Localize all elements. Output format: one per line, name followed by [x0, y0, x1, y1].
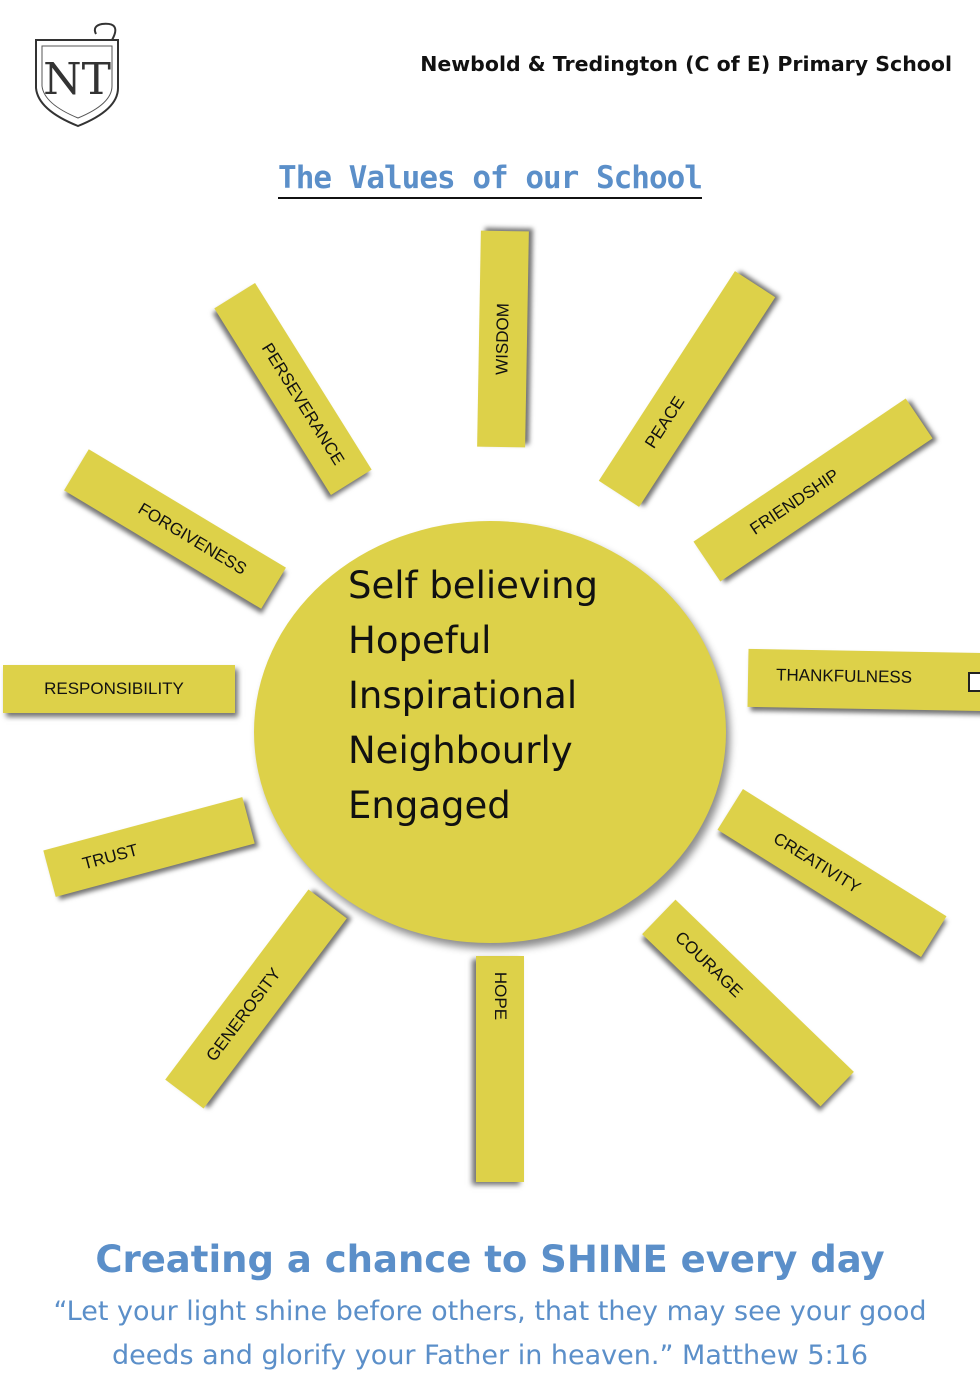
ray-peace: PEACE [598, 271, 776, 507]
sun-word: Hopeful [348, 619, 492, 662]
page-title-text: The Values of our School [278, 160, 703, 199]
school-name: Newbold & Tredington (C of E) Primary Sc… [420, 52, 952, 76]
sun-word: Self believing [348, 564, 599, 607]
ray-courage: COURAGE [642, 899, 854, 1107]
crest-icon: NT [35, 22, 119, 128]
ray-hope: HOPE [476, 956, 524, 1182]
ray-creativity: CREATIVITY [717, 789, 947, 957]
sun-words-list: Self believing Hopeful Inspirational Nei… [348, 558, 708, 833]
cropped-box-icon [968, 672, 980, 692]
bible-quote: “Let your light shine before others, tha… [53, 1296, 927, 1371]
sun-word: Neighbourly [348, 729, 573, 772]
ray-forgiveness: FORGIVENESS [64, 449, 286, 609]
ray-perseverance: PERSEVERANCE [214, 282, 372, 496]
ray-friendship: FRIENDSHIP [693, 398, 933, 582]
ray-generosity: GENEROSITY [165, 889, 347, 1109]
page-title: The Values of our School [0, 160, 980, 199]
school-crest-logo: NT [30, 18, 130, 130]
ray-wisdom: WISDOM [477, 230, 529, 448]
ray-trust: TRUST [43, 797, 255, 897]
tagline: Creating a chance to SHINE every day [95, 1238, 885, 1281]
crest-letters: NT [43, 54, 111, 105]
sun-word: Engaged [348, 784, 511, 827]
ray-thankfulness: THANKFULNESS [747, 648, 980, 712]
ray-responsibility: RESPONSIBILITY [3, 665, 235, 713]
sun-circle [254, 521, 726, 943]
sun-word: Inspirational [348, 674, 578, 717]
